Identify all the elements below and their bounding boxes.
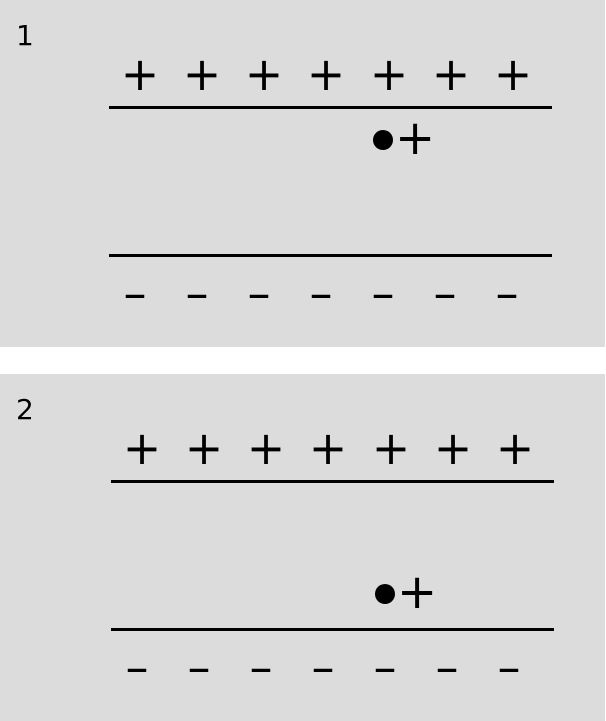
plus-sign: + [120,47,160,101]
panel-label: 1 [16,19,34,52]
minus-sign: – [125,640,149,694]
plus-sign: + [122,421,162,475]
plus-sign: + [182,47,222,101]
minus-sign: – [433,266,457,320]
minus-sign: – [247,266,271,320]
minus-sign: – [311,640,335,694]
plus-sign: + [244,47,284,101]
panel-2: 2 + + + + + + + + – – – – – – – [0,374,605,721]
panel-1: 1 + + + + + + + + – – – – – – – [0,0,605,347]
top-plate [111,480,554,483]
plus-sign: + [371,421,411,475]
plus-sign: + [308,421,348,475]
particle-dot [373,130,393,150]
bottom-plate [109,254,552,257]
bottom-plate [111,628,554,631]
charged-particle: + [375,568,437,616]
plus-sign: + [306,47,346,101]
plus-sign: + [369,47,409,101]
plus-sign: + [246,421,286,475]
charged-particle: + [373,114,435,162]
minus-sign: – [373,640,397,694]
minus-sign: – [185,266,209,320]
plus-sign: + [431,47,471,101]
plus-sign: + [184,421,224,475]
panel-label: 2 [16,393,34,426]
minus-sign: – [249,640,273,694]
particle-charge: + [397,564,438,620]
minus-sign: – [497,640,521,694]
top-plate [109,106,552,109]
minus-sign: – [187,640,211,694]
plus-sign: + [433,421,473,475]
minus-sign: – [495,266,519,320]
minus-sign: – [309,266,333,320]
particle-charge: + [395,110,436,166]
plus-sign: + [493,47,533,101]
minus-sign: – [435,640,459,694]
particle-dot [375,584,395,604]
minus-sign: – [123,266,147,320]
plus-sign: + [495,421,535,475]
minus-sign: – [371,266,395,320]
